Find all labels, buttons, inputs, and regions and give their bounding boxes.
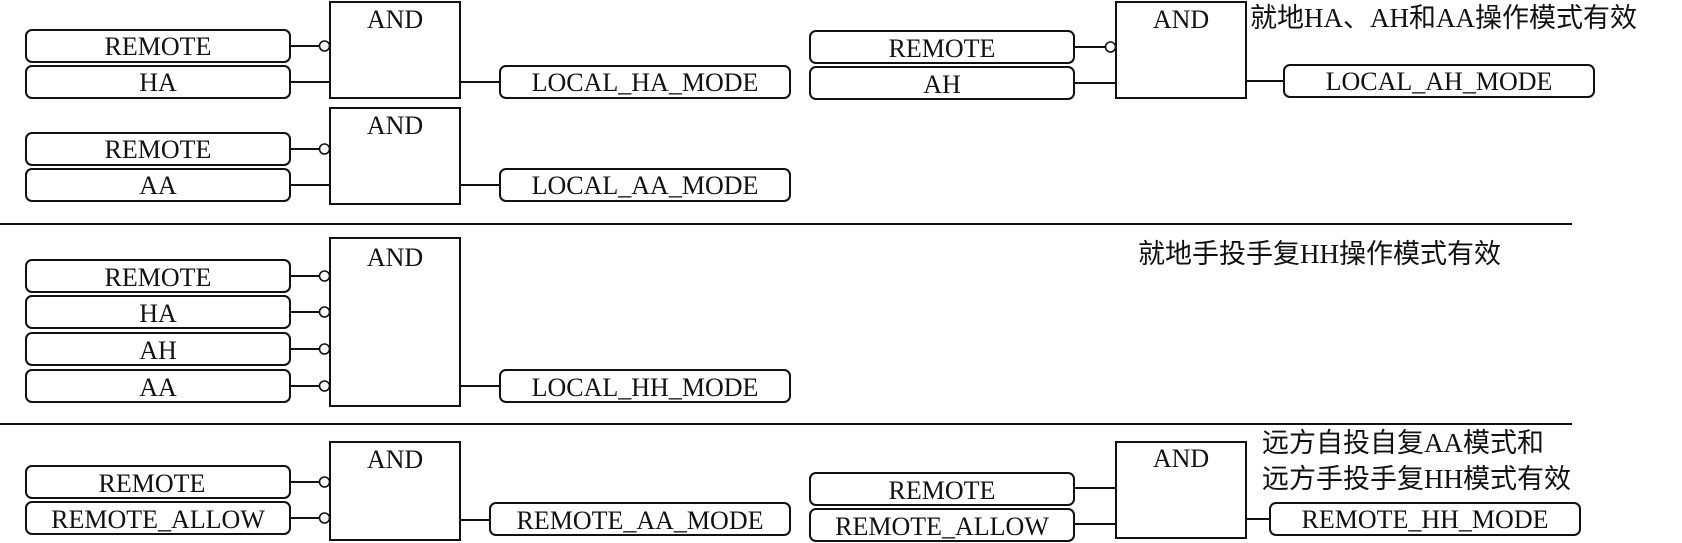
and-gate-remote-aa: AND REMOTE REMOTE_ALLOW REMOTE_AA_MODE <box>25 441 791 541</box>
inverter-bubble <box>318 270 331 282</box>
input-label: HA <box>139 299 177 328</box>
output-label: LOCAL_AH_MODE <box>1326 67 1553 96</box>
output-label: REMOTE_AA_MODE <box>517 506 764 535</box>
input-label: REMOTE <box>99 469 206 498</box>
inverter-bubble <box>318 512 331 524</box>
gate-label: AND <box>367 5 423 34</box>
output-box <box>499 65 791 99</box>
note-local-hh: 就地手投手复HH操作模式有效 <box>1138 239 1501 269</box>
inverter-bubble <box>318 343 331 355</box>
input-label: REMOTE <box>105 135 212 164</box>
inverter-bubble <box>318 40 331 52</box>
input-label: REMOTE <box>105 32 212 61</box>
output-label: LOCAL_AA_MODE <box>532 171 759 200</box>
and-gate-local-ha: AND REMOTE HA LOCAL_HA_MODE <box>25 1 791 99</box>
input-label: REMOTE_ALLOW <box>835 512 1049 541</box>
output-box <box>499 168 791 202</box>
and-gate-box <box>1115 1 1247 99</box>
inverter-bubble <box>1104 41 1117 53</box>
output-box <box>1283 64 1595 98</box>
and-gate-box <box>329 237 461 407</box>
input-label: REMOTE <box>889 476 996 505</box>
input-label: HA <box>139 68 177 97</box>
gate-label: AND <box>367 445 423 474</box>
gate-label: AND <box>1153 5 1209 34</box>
and-gate-local-hh: AND REMOTE HA AH AA LOCAL_HH_MODE <box>25 237 791 407</box>
and-gate-local-ah: AND REMOTE AH LOCAL_AH_MODE <box>809 1 1595 100</box>
input-label: REMOTE <box>889 34 996 63</box>
input-label: AA <box>139 171 177 200</box>
input-label: AH <box>923 70 961 99</box>
and-gate-remote-hh: AND REMOTE REMOTE_ALLOW REMOTE_HH_MODE <box>809 441 1581 542</box>
input-label: AA <box>139 373 177 402</box>
output-label: LOCAL_HA_MODE <box>532 68 759 97</box>
inverter-bubble <box>318 476 331 488</box>
gate-label: AND <box>367 111 423 140</box>
output-label: LOCAL_HH_MODE <box>532 373 759 402</box>
gate-label: AND <box>367 243 423 272</box>
note-local-ha-ah-aa: 就地HA、AH和AA操作模式有效 <box>1250 3 1637 33</box>
output-box <box>499 369 791 403</box>
note-remote-line1: 远方自投自复AA模式和 <box>1262 428 1544 458</box>
output-label: REMOTE_HH_MODE <box>1302 505 1549 534</box>
output-box <box>489 502 791 536</box>
inverter-bubble <box>318 143 331 155</box>
input-label: AH <box>139 336 177 365</box>
inverter-bubble <box>318 306 331 318</box>
output-box <box>1269 502 1581 536</box>
and-gate-local-aa: AND REMOTE AA LOCAL_AA_MODE <box>25 107 791 205</box>
and-gate-box <box>1115 441 1247 539</box>
inverter-bubble <box>318 380 331 392</box>
gate-label: AND <box>1153 444 1209 473</box>
and-gate-box <box>329 1 461 99</box>
input-label: REMOTE_ALLOW <box>51 505 265 534</box>
input-label: REMOTE <box>105 263 212 292</box>
and-gate-box <box>329 107 461 205</box>
and-gate-box <box>329 441 461 541</box>
note-remote-line2: 远方手投手复HH模式有效 <box>1262 464 1571 494</box>
